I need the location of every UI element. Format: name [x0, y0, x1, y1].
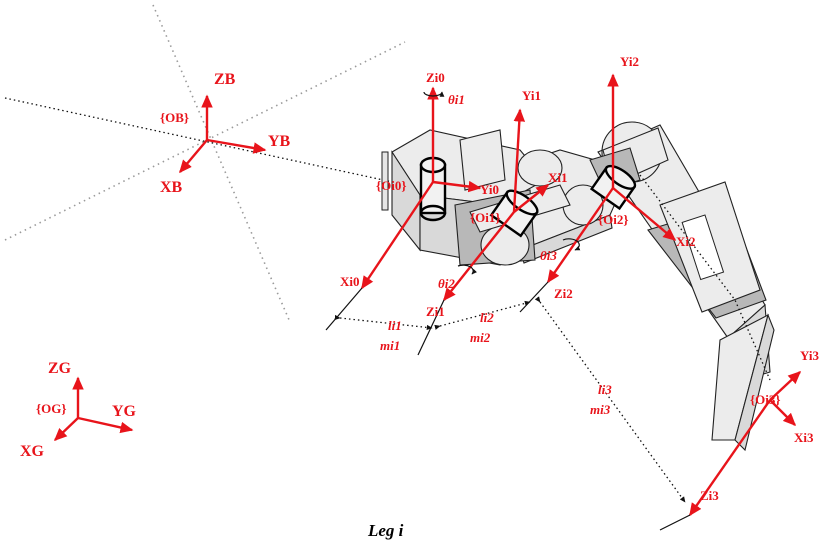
label-theta1: θi1 — [448, 92, 465, 107]
label-XG: XG — [20, 443, 45, 460]
label-l2: li2 — [480, 310, 494, 325]
rotation-arcs — [423, 91, 581, 275]
svg-text:Xi2: Xi2 — [676, 234, 696, 249]
label-YG: YG — [112, 403, 137, 420]
label-Xi2: Xi2 — [676, 234, 696, 249]
label-Yi2: Yi2 — [620, 54, 639, 69]
svg-text:Xi0: Xi0 — [340, 274, 360, 289]
svg-text:Zi0: Zi0 — [426, 70, 445, 85]
svg-text:mi2: mi2 — [470, 330, 491, 345]
label-m1: mi1 — [380, 338, 400, 353]
svg-text:ZB: ZB — [214, 71, 236, 88]
svg-text:YB: YB — [268, 133, 291, 150]
svg-text:ZG: ZG — [48, 360, 72, 377]
joint3-frame-axes — [689, 371, 802, 517]
joint0-frame-axes — [361, 86, 482, 290]
dimension-lines — [325, 281, 691, 531]
label-Zi3: Zi3 — [700, 488, 719, 503]
svg-text:{Oi1}: {Oi1} — [470, 210, 500, 225]
svg-text:Yi3: Yi3 — [800, 348, 820, 363]
svg-text:Yi1: Yi1 — [522, 88, 541, 103]
ground-frame-axes — [53, 376, 134, 441]
svg-text:Xi3: Xi3 — [794, 430, 814, 445]
label-YB: YB — [268, 133, 291, 150]
label-Zi1: Zi1 — [426, 304, 445, 319]
joint2-frame-axes — [547, 73, 677, 284]
svg-text:θi1: θi1 — [448, 92, 465, 107]
label-OG: {OG} — [36, 401, 66, 416]
svg-text:θi2: θi2 — [438, 276, 455, 291]
svg-text:Yi0: Yi0 — [480, 182, 499, 197]
svg-text:mi3: mi3 — [590, 402, 611, 417]
label-Oi3: {Oi3} — [750, 392, 780, 407]
svg-text:Zi3: Zi3 — [700, 488, 719, 503]
svg-text:Xi1: Xi1 — [548, 170, 568, 185]
svg-text:XB: XB — [160, 179, 183, 196]
svg-text:YG: YG — [112, 403, 137, 420]
label-Oi0: {Oi0} — [376, 178, 406, 193]
svg-text:Leg i: Leg i — [367, 521, 404, 540]
label-Yi1: Yi1 — [522, 88, 541, 103]
label-ZB: ZB — [214, 71, 236, 88]
svg-text:Zi1: Zi1 — [426, 304, 445, 319]
svg-text:Yi2: Yi2 — [620, 54, 639, 69]
label-Oi2: {Oi2} — [598, 212, 628, 227]
label-ZG: ZG — [48, 360, 72, 377]
svg-text:θi3: θi3 — [540, 248, 557, 263]
label-Yi3: Yi3 — [800, 348, 820, 363]
label-OB: {OB} — [160, 110, 189, 125]
label-Oi1: {Oi1} — [470, 210, 500, 225]
base-frame-axes — [179, 94, 267, 174]
label-Xi1: Xi1 — [548, 170, 568, 185]
svg-text:{OB}: {OB} — [160, 110, 189, 125]
label-Yi0: Yi0 — [480, 182, 499, 197]
label-m3: mi3 — [590, 402, 611, 417]
label-XB: XB — [160, 179, 183, 196]
label-Xi0: Xi0 — [340, 274, 360, 289]
label-Xi3: Xi3 — [794, 430, 814, 445]
label-Zi0: Zi0 — [426, 70, 445, 85]
svg-text:li3: li3 — [598, 382, 612, 397]
svg-text:{Oi0}: {Oi0} — [376, 178, 406, 193]
svg-text:{OG}: {OG} — [36, 401, 66, 416]
label-Zi2: Zi2 — [554, 286, 573, 301]
leg-mechanism — [381, 121, 775, 452]
svg-text:li2: li2 — [480, 310, 494, 325]
svg-text:{Oi2}: {Oi2} — [598, 212, 628, 227]
label-l1: li1 — [388, 318, 402, 333]
label-theta2: θi2 — [438, 276, 455, 291]
svg-text:Zi2: Zi2 — [554, 286, 573, 301]
svg-text:li1: li1 — [388, 318, 402, 333]
base-to-leg-line — [4, 97, 421, 189]
caption: Leg i — [367, 521, 404, 540]
svg-text:{Oi3}: {Oi3} — [750, 392, 780, 407]
label-theta3: θi3 — [540, 248, 557, 263]
joint1-frame-axes — [443, 108, 550, 302]
label-m2: mi2 — [470, 330, 491, 345]
svg-text:XG: XG — [20, 443, 45, 460]
svg-text:mi1: mi1 — [380, 338, 400, 353]
label-l3: li3 — [598, 382, 612, 397]
